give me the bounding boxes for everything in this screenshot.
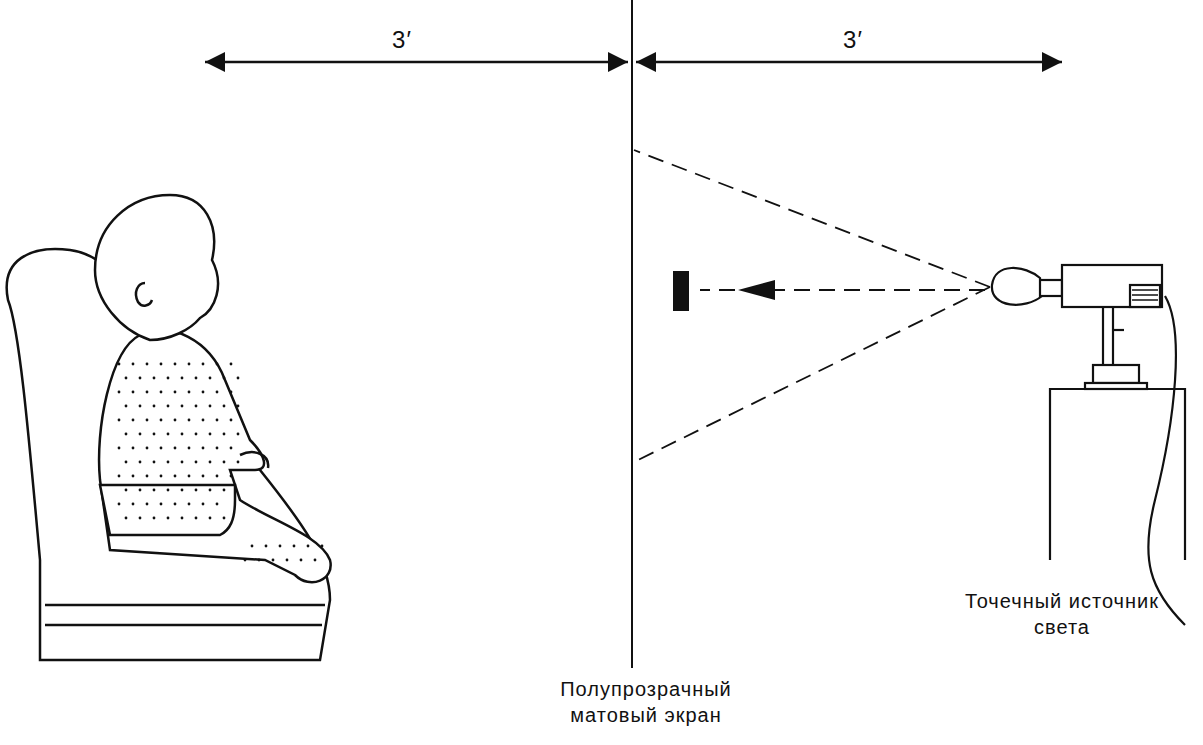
dimension-arrow [205,61,628,64]
fixation-target [673,271,689,311]
dot-pattern [118,363,324,562]
screen-line [631,0,633,668]
light-beam [634,150,990,462]
screen-label: Полупрозрачный матовый экран [546,676,746,728]
dimension-arrow [636,61,1062,64]
infant-in-chair [7,195,331,660]
dimension-label: 3′ [813,24,893,55]
dimension-label: 3′ [362,24,442,55]
beam-arrowhead [738,280,775,300]
light-source-label: Точечный источник света [952,588,1172,640]
light-source [992,265,1185,625]
